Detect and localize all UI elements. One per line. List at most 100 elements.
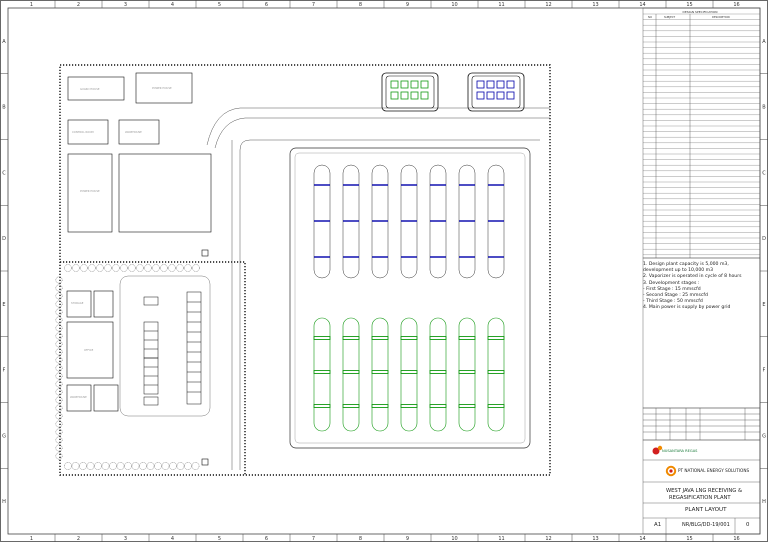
column-label: 1: [30, 2, 33, 8]
row-label: F: [3, 368, 6, 374]
row-label: A: [762, 39, 766, 45]
tree: [131, 462, 140, 470]
vaporizer: [400, 317, 418, 432]
power-building: [67, 153, 113, 233]
office-label: OFFICE: [84, 348, 94, 352]
note-line: 1. Design plant capacity is 5,000 m3,: [643, 262, 729, 267]
row-label: G: [2, 433, 6, 439]
tree: [71, 462, 80, 470]
tree: [176, 462, 185, 470]
column-label: 13: [592, 2, 598, 8]
tree: [161, 462, 170, 470]
tree: [72, 264, 80, 272]
tree: [112, 264, 120, 272]
project-title-line1: WEST JAVA LNG RECEIVING &: [666, 488, 743, 494]
tree: [146, 462, 155, 470]
owner-name: NUSANTARA REGAS: [662, 449, 698, 453]
guard-house-label: GUARD HOUSE: [80, 87, 100, 91]
column-label: 16: [733, 536, 739, 542]
site-fence: [59, 64, 551, 476]
vaporizer: [313, 317, 331, 432]
spec-title: DESIGN SPECIFICATION: [683, 10, 718, 14]
tree: [139, 462, 147, 470]
tree: [169, 462, 177, 470]
row-label: C: [762, 170, 766, 176]
vaporizer: [371, 317, 389, 432]
vaporizer: [458, 317, 476, 432]
bay-slot: [400, 91, 409, 100]
warehouse-2-label: WAREHOUSE: [70, 395, 87, 399]
revision-block: [642, 407, 761, 441]
road-edge-top: [206, 107, 550, 146]
column-label: 6: [265, 2, 268, 8]
tree: [55, 308, 63, 316]
column-label: 12: [545, 2, 551, 8]
row-label: H: [2, 499, 6, 505]
spec-table: [642, 7, 761, 259]
row-label: G: [762, 433, 766, 439]
utility-fence: [60, 261, 246, 475]
tree: [55, 284, 63, 292]
column-ruler: 1122334455667788991010111112121313141415…: [30, 0, 740, 542]
warehouse: [118, 119, 160, 145]
tree: [55, 276, 63, 284]
column-label: 16: [733, 2, 739, 8]
office-building: [118, 153, 212, 233]
column-label: 9: [406, 536, 409, 542]
bay-slot: [486, 91, 495, 100]
column-label: 12: [545, 536, 551, 542]
control-room: [67, 119, 109, 145]
tree: [55, 364, 63, 372]
control-room-label: CONTROL ROOM: [72, 130, 94, 134]
bay-slot: [496, 80, 505, 89]
tree: [184, 462, 192, 470]
column-label: 2: [77, 536, 80, 542]
tree: [55, 372, 63, 380]
column-label: 15: [686, 536, 692, 542]
column-label: 1: [30, 536, 33, 542]
column-label: 3: [124, 536, 127, 542]
vaporizer: [487, 317, 505, 432]
row-label: F: [763, 368, 766, 374]
column-label: 11: [498, 536, 504, 542]
note-line: - First Stage : 15 mmscfd: [643, 286, 701, 292]
owner-logo: [652, 445, 663, 455]
bay-slot: [390, 91, 399, 100]
tree: [168, 264, 176, 272]
row-label: B: [762, 105, 766, 111]
tree: [120, 264, 128, 272]
column-label: 4: [171, 536, 174, 542]
tree: [55, 292, 63, 300]
bay-slot: [506, 80, 515, 89]
tree: [55, 380, 63, 388]
row-label: D: [762, 236, 766, 242]
spec-header-no: NO: [648, 15, 652, 19]
column-label: 7: [312, 536, 315, 542]
power-house-top: [135, 72, 193, 104]
tree: [55, 388, 63, 396]
row-label: A: [2, 39, 6, 45]
column-label: 9: [406, 2, 409, 8]
truck-bay-1: [381, 72, 439, 112]
note-line: - Third Stage : 50 mmscfd: [643, 299, 703, 305]
notes: 1. Design plant capacity is 5,000 m3, de…: [643, 262, 763, 312]
tree: [55, 428, 63, 436]
project-title-line2: REGASIFICATION PLANT: [669, 495, 731, 501]
row-label: B: [2, 105, 6, 111]
drawing-title: PLANT LAYOUT: [685, 507, 727, 513]
column-label: 15: [686, 2, 692, 8]
column-label: 3: [124, 2, 127, 8]
note-line: 4. Main power is supply by power grid: [643, 305, 731, 311]
bay-slot: [420, 80, 429, 89]
tree: [64, 462, 72, 470]
tree: [176, 264, 184, 272]
vaporizer: [342, 317, 360, 432]
drawing-number: NR/BLG/DD-19/001: [682, 522, 730, 528]
spec-header-subject: SUBJECT: [664, 15, 676, 19]
tree: [55, 444, 63, 452]
column-label: 13: [592, 536, 598, 542]
tree: [191, 462, 200, 470]
bay-slot: [496, 91, 505, 100]
